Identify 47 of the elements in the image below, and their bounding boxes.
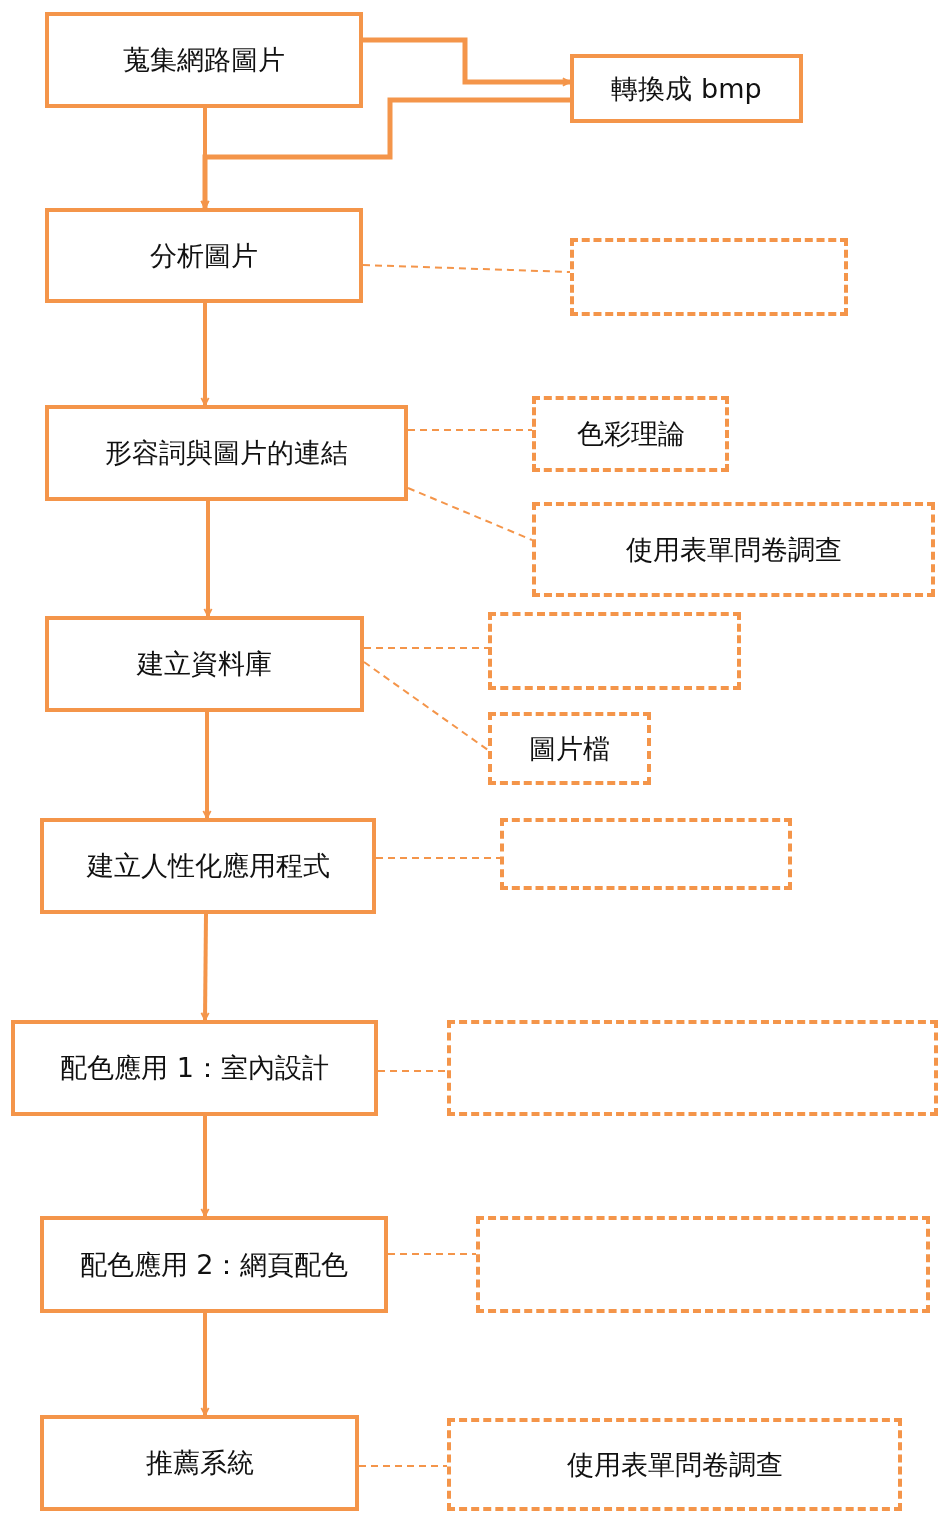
dashed-note-box bbox=[532, 396, 729, 472]
node-label: 配色應用 2：網頁配色 bbox=[79, 1247, 349, 1282]
dashed-note-box bbox=[447, 1418, 902, 1511]
connector-line bbox=[362, 264, 571, 273]
connector-line bbox=[407, 487, 533, 541]
node-label: 蒐集網路圖片 bbox=[123, 43, 285, 77]
dashed-note-box bbox=[488, 612, 741, 690]
arrow bbox=[202, 712, 212, 819]
dashed-note-box bbox=[532, 502, 935, 597]
node-label: 使用表單問卷調查 bbox=[566, 1447, 783, 1482]
node-label: 分析圖片 bbox=[150, 238, 258, 273]
node-label: 建立人性化應用程式 bbox=[86, 849, 330, 883]
dashed-note-box bbox=[447, 1020, 938, 1116]
arrow bbox=[200, 1116, 210, 1217]
dashed-note-box bbox=[570, 238, 848, 316]
arrow bbox=[200, 1313, 210, 1416]
arrow bbox=[203, 501, 213, 617]
arrow bbox=[363, 37, 571, 87]
process-box bbox=[45, 12, 363, 108]
dashed-note-box bbox=[488, 712, 651, 785]
node-label: 使用表單問卷調查 bbox=[625, 532, 842, 567]
connector-line bbox=[387, 1253, 477, 1255]
process-box bbox=[11, 1020, 378, 1116]
node-label: 轉換成 bmp bbox=[611, 71, 762, 106]
connector-line bbox=[363, 647, 489, 649]
node-label: 圖片檔 bbox=[529, 731, 610, 766]
process-box bbox=[45, 616, 364, 712]
dashed-note-box bbox=[500, 818, 792, 890]
process-box bbox=[45, 208, 363, 303]
node-label: 形容詞與圖片的連結 bbox=[105, 436, 348, 470]
connector-line bbox=[377, 1070, 448, 1072]
node-label: 建立資料庫 bbox=[137, 647, 272, 681]
arrow bbox=[200, 913, 210, 1021]
node-label: 配色應用 1：室內設計 bbox=[60, 1051, 329, 1085]
process-box bbox=[40, 1216, 388, 1313]
connector-line bbox=[363, 661, 489, 751]
arrow bbox=[200, 108, 210, 209]
node-label: 色彩理論 bbox=[576, 417, 685, 451]
process-box bbox=[570, 54, 803, 123]
dashed-note-box bbox=[476, 1216, 930, 1313]
connector-line bbox=[407, 429, 533, 431]
process-box bbox=[40, 1415, 359, 1511]
process-box bbox=[40, 818, 376, 914]
node-label: 推薦系統 bbox=[145, 1446, 254, 1480]
connector-line bbox=[358, 1465, 448, 1467]
arrow bbox=[200, 303, 210, 406]
process-box bbox=[45, 405, 408, 501]
